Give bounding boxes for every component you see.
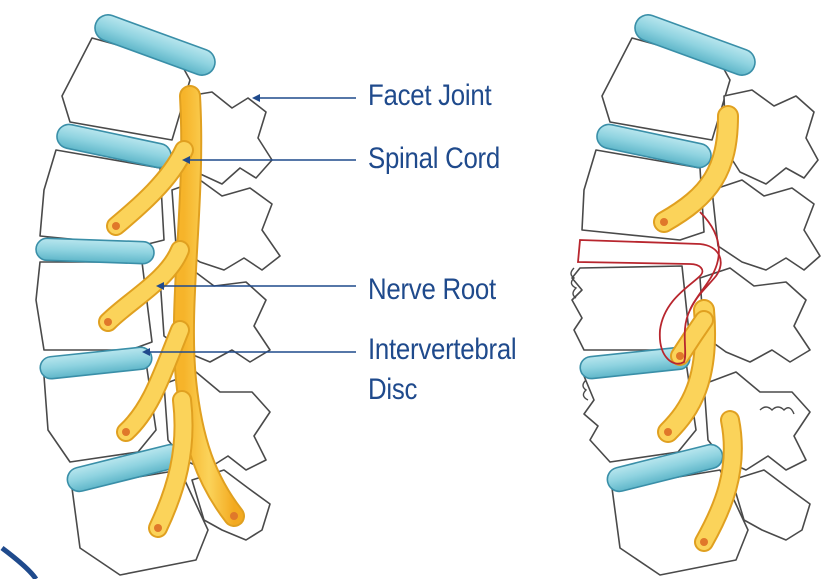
label-intervertebral: Intervertebral — [368, 332, 516, 368]
corner-arc — [2, 548, 36, 579]
label-nerve-root: Nerve Root — [368, 272, 496, 308]
healthy-spine — [36, 38, 280, 575]
intervertebral-disc — [36, 238, 155, 264]
label-facet-joint: Facet Joint — [368, 78, 491, 114]
vertebra-process — [712, 180, 820, 270]
vertebra-process — [700, 268, 810, 362]
vertebra-body-degenerated — [572, 266, 690, 350]
label-disc: Disc — [368, 372, 417, 408]
label-spinal-cord: Spinal Cord — [368, 141, 500, 177]
vertebra-process — [724, 90, 818, 184]
